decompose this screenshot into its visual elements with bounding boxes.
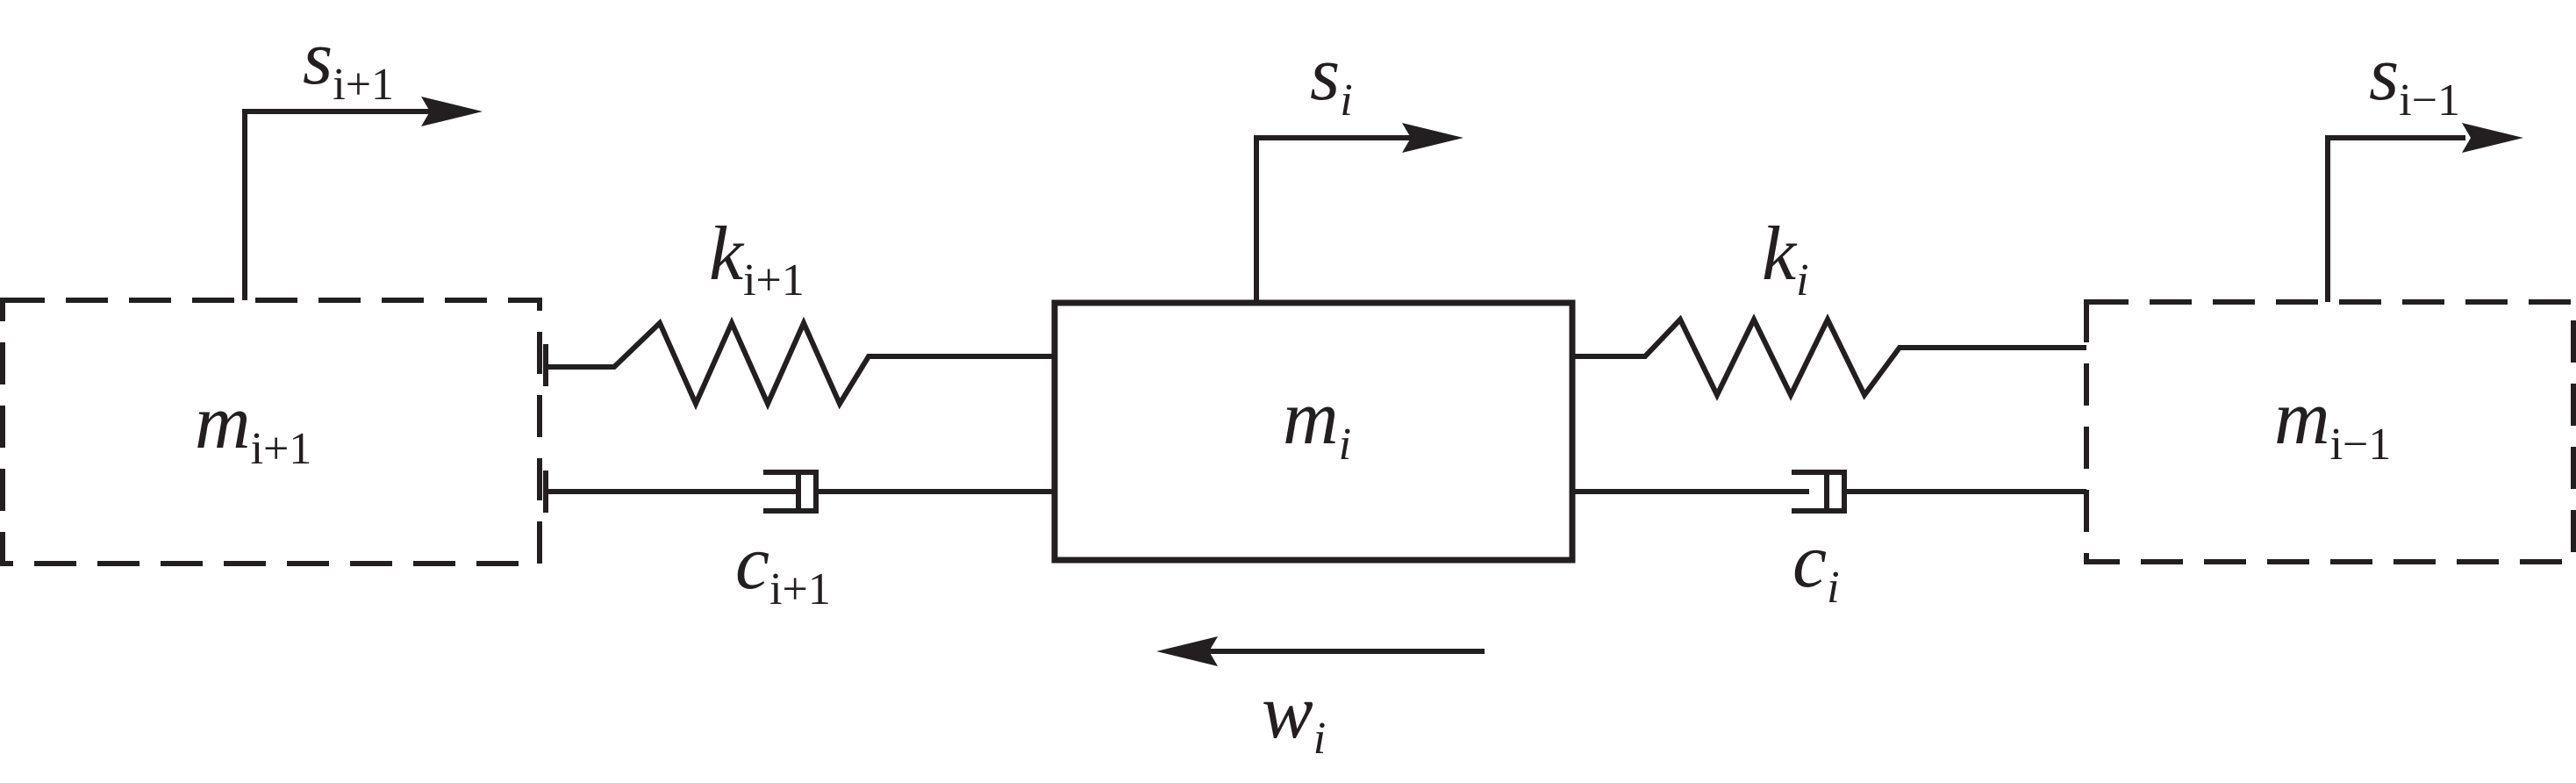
spring-label-left: ki+1 — [709, 212, 805, 305]
spring-label-right: ki — [1762, 212, 1809, 305]
mass-label-center: mi — [1283, 376, 1351, 470]
spring-left — [546, 316, 1055, 411]
displacement-arrowhead-right — [2462, 123, 2523, 153]
mass-box-center — [1051, 299, 1576, 564]
displacement-arrow-right — [2325, 135, 2465, 302]
displacement-arrow-left — [242, 109, 439, 300]
mass-label-left: mi+1 — [195, 380, 311, 474]
damper-label-right: ci — [1792, 519, 1840, 613]
displacement-arrowhead-left — [421, 97, 483, 126]
displacement-label-center: si — [1310, 32, 1353, 126]
mass-box-left — [0, 298, 542, 566]
force-arrowhead — [1156, 636, 1218, 666]
displacement-arrowhead-center — [1402, 123, 1463, 153]
displacement-label-right: si−1 — [2369, 32, 2460, 126]
displacement-label-left: si+1 — [303, 16, 394, 110]
damper-label-left: ci+1 — [735, 521, 831, 614]
force-label: wi — [1262, 670, 1326, 764]
displacement-arrow-center — [1254, 135, 1421, 303]
spring-right — [1572, 313, 2086, 401]
mass-label-right: mi−1 — [2274, 376, 2391, 470]
mass-box-right — [2084, 299, 2576, 564]
